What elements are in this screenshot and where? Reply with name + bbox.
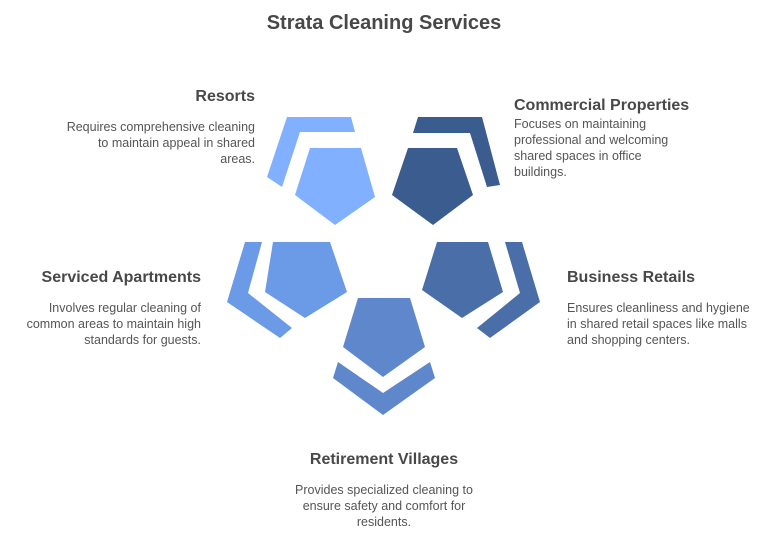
retirement-bracket — [333, 362, 435, 415]
business-description: Ensures cleanliness and hygiene in share… — [567, 301, 750, 347]
segment-retirement-villages — [333, 298, 435, 415]
business-heading: Business Retails — [567, 269, 696, 286]
commercial-bracket — [413, 117, 500, 187]
resorts-bracket — [267, 117, 355, 187]
resorts-description: Requires comprehensive cleaning to maint… — [66, 120, 255, 166]
commercial-pentagon — [392, 148, 473, 225]
commercial-description: Focuses on maintaining professional and … — [514, 117, 669, 179]
serviced-bracket — [227, 242, 292, 338]
commercial-heading: Commercial Properties — [514, 97, 690, 114]
label-serviced-apartments: Serviced Apartments Involves regular cle… — [0, 268, 201, 348]
label-commercial-properties: Commercial Properties Focuses on maintai… — [514, 96, 694, 180]
label-retirement-villages: Retirement Villages Provides specialized… — [274, 450, 494, 530]
serviced-pentagon — [265, 242, 347, 318]
segment-serviced-apartments — [227, 242, 347, 338]
serviced-heading: Serviced Apartments — [41, 269, 201, 286]
label-resorts: Resorts Requires comprehensive cleaning … — [60, 87, 255, 167]
diagram-title: Strata Cleaning Services — [266, 12, 502, 34]
business-bracket — [477, 242, 540, 338]
segment-commercial-properties — [392, 117, 500, 225]
segment-business-retails — [422, 242, 540, 338]
resorts-pentagon — [295, 148, 375, 225]
serviced-description: Involves regular cleaning of common area… — [26, 301, 201, 347]
resorts-heading: Resorts — [195, 88, 255, 105]
retirement-heading: Retirement Villages — [309, 451, 459, 468]
segment-resorts — [267, 117, 375, 225]
business-pentagon — [422, 242, 503, 318]
retirement-description: Provides specialized cleaning to ensure … — [295, 483, 473, 529]
label-business-retails: Business Retails Ensures cleanliness and… — [567, 268, 762, 348]
retirement-pentagon — [343, 298, 425, 377]
